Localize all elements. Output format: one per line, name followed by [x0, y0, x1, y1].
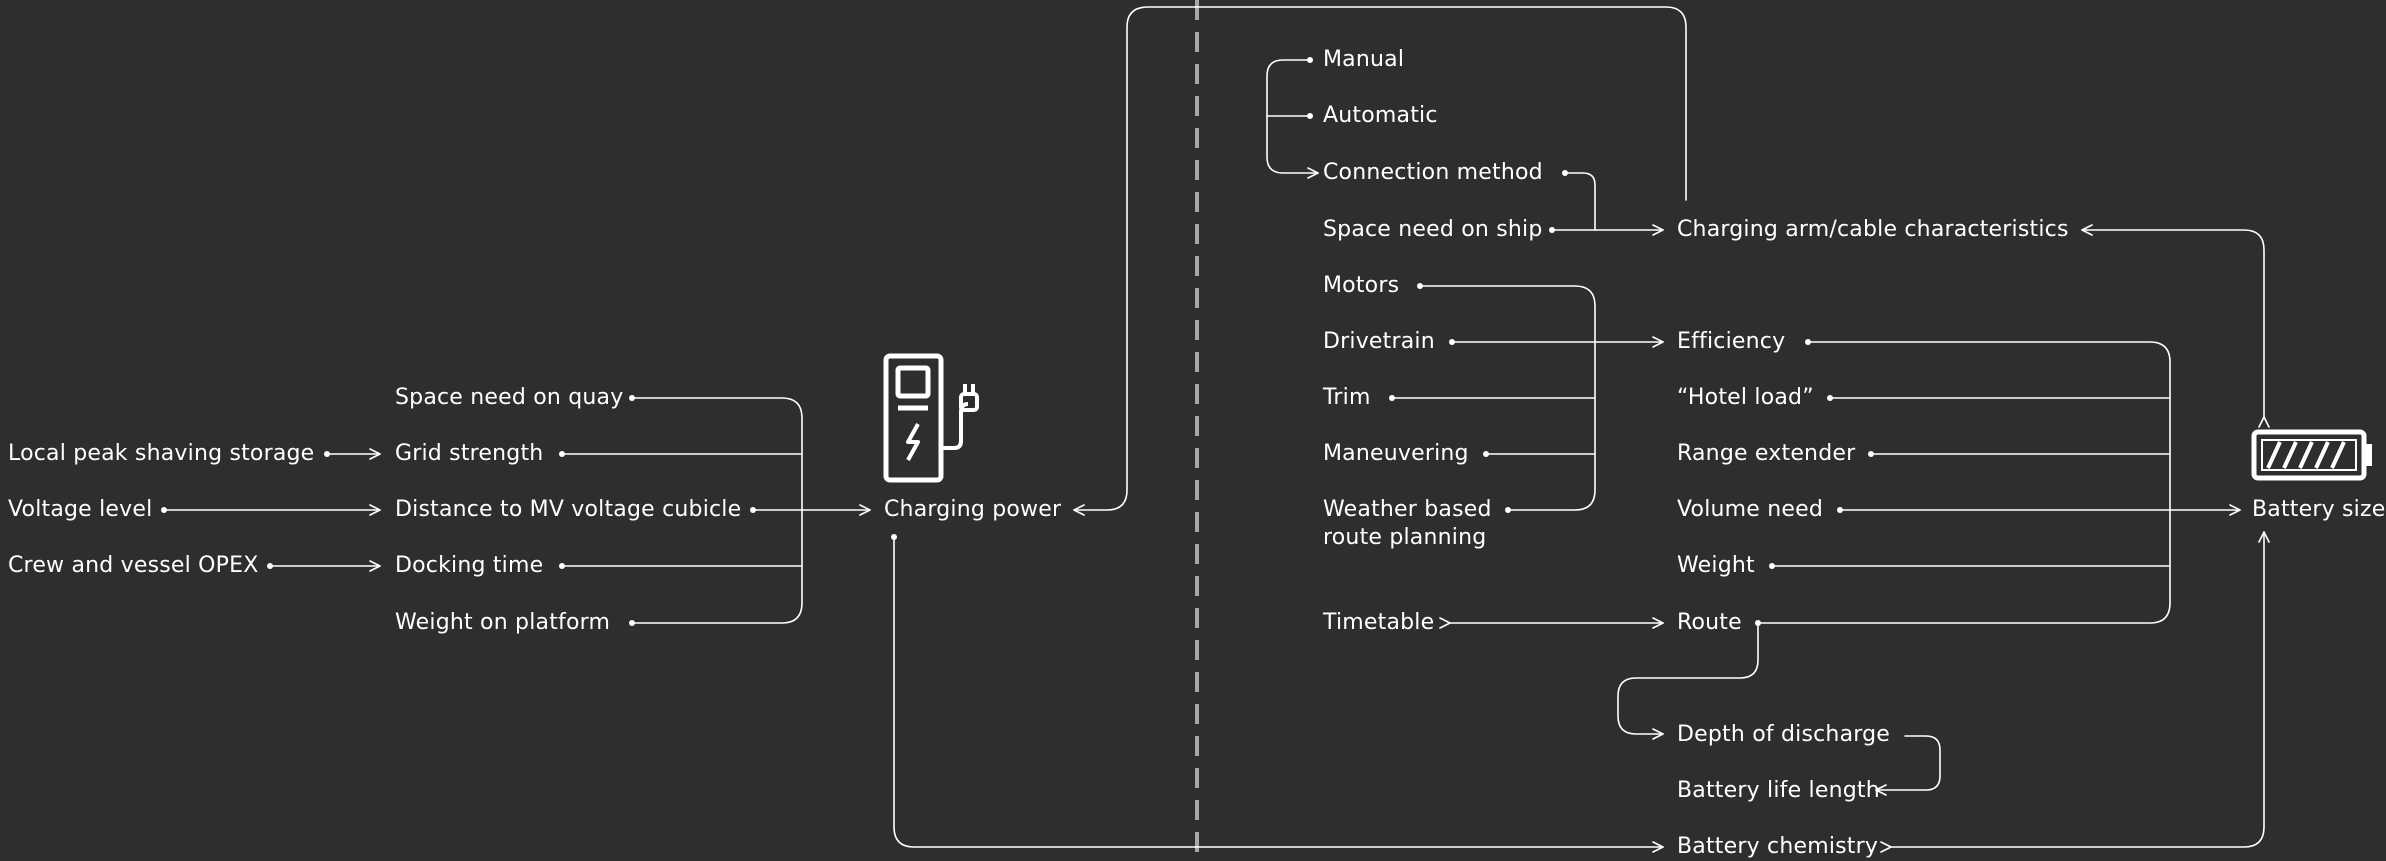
label-timetable: Timetable	[1323, 610, 1435, 635]
label-space-quay: Space need on quay	[395, 385, 624, 410]
battery-icon	[2251, 429, 2372, 481]
label-trim: Trim	[1323, 385, 1371, 410]
label-voltage-level: Voltage level	[8, 497, 153, 522]
label-maneuvering: Maneuvering	[1323, 441, 1469, 466]
left-input-arrows	[161, 448, 381, 572]
propulsion-bracket	[1389, 283, 1664, 513]
battery-to-arm-connector	[2081, 224, 2270, 428]
chemistry-to-battery-connector	[1880, 531, 2270, 853]
connection-method-bracket	[1266, 57, 1319, 179]
charging-station-icon	[883, 353, 979, 483]
label-grid-strength: Grid strength	[395, 441, 544, 466]
label-range-extender: Range extender	[1677, 441, 1856, 466]
label-manual: Manual	[1323, 47, 1405, 72]
route-to-discharge-connector	[1617, 622, 1759, 740]
label-arm-cable: Charging arm/cable characteristics	[1677, 217, 2069, 242]
energy-bracket	[1755, 339, 2241, 626]
label-distance-mv: Distance to MV voltage cubicle	[395, 497, 742, 522]
label-weight: Weight	[1677, 553, 1755, 578]
label-depth-discharge: Depth of discharge	[1677, 722, 1891, 747]
label-efficiency: Efficiency	[1677, 329, 1786, 354]
label-battery-size: Battery size	[2252, 497, 2386, 522]
label-charging-power: Charging power	[884, 497, 1062, 522]
label-battery-chemistry: Battery chemistry	[1677, 834, 1879, 859]
arm-to-power-connector	[1073, 6, 1687, 516]
left-factor-bracket	[559, 395, 871, 626]
label-crew-opex: Crew and vessel OPEX	[8, 553, 259, 578]
label-weather-routing: Weather based route planning	[1323, 497, 1492, 550]
label-hotel-load: “Hotel load”	[1677, 385, 1814, 410]
label-docking-time: Docking time	[395, 553, 544, 578]
label-automatic: Automatic	[1323, 103, 1438, 128]
label-local-peak-shaving: Local peak shaving storage	[8, 441, 315, 466]
label-drivetrain: Drivetrain	[1323, 329, 1435, 354]
label-connection-method: Connection method	[1323, 160, 1543, 185]
label-motors: Motors	[1323, 273, 1400, 298]
label-weight-platform: Weight on platform	[395, 610, 611, 635]
label-space-ship: Space need on ship	[1323, 217, 1543, 242]
power-to-chemistry-connector	[893, 536, 1664, 853]
label-battery-life: Battery life length	[1677, 778, 1880, 803]
label-volume-need: Volume need	[1677, 497, 1823, 522]
label-route: Route	[1677, 610, 1742, 635]
arm-cable-connectors	[1549, 170, 1664, 236]
